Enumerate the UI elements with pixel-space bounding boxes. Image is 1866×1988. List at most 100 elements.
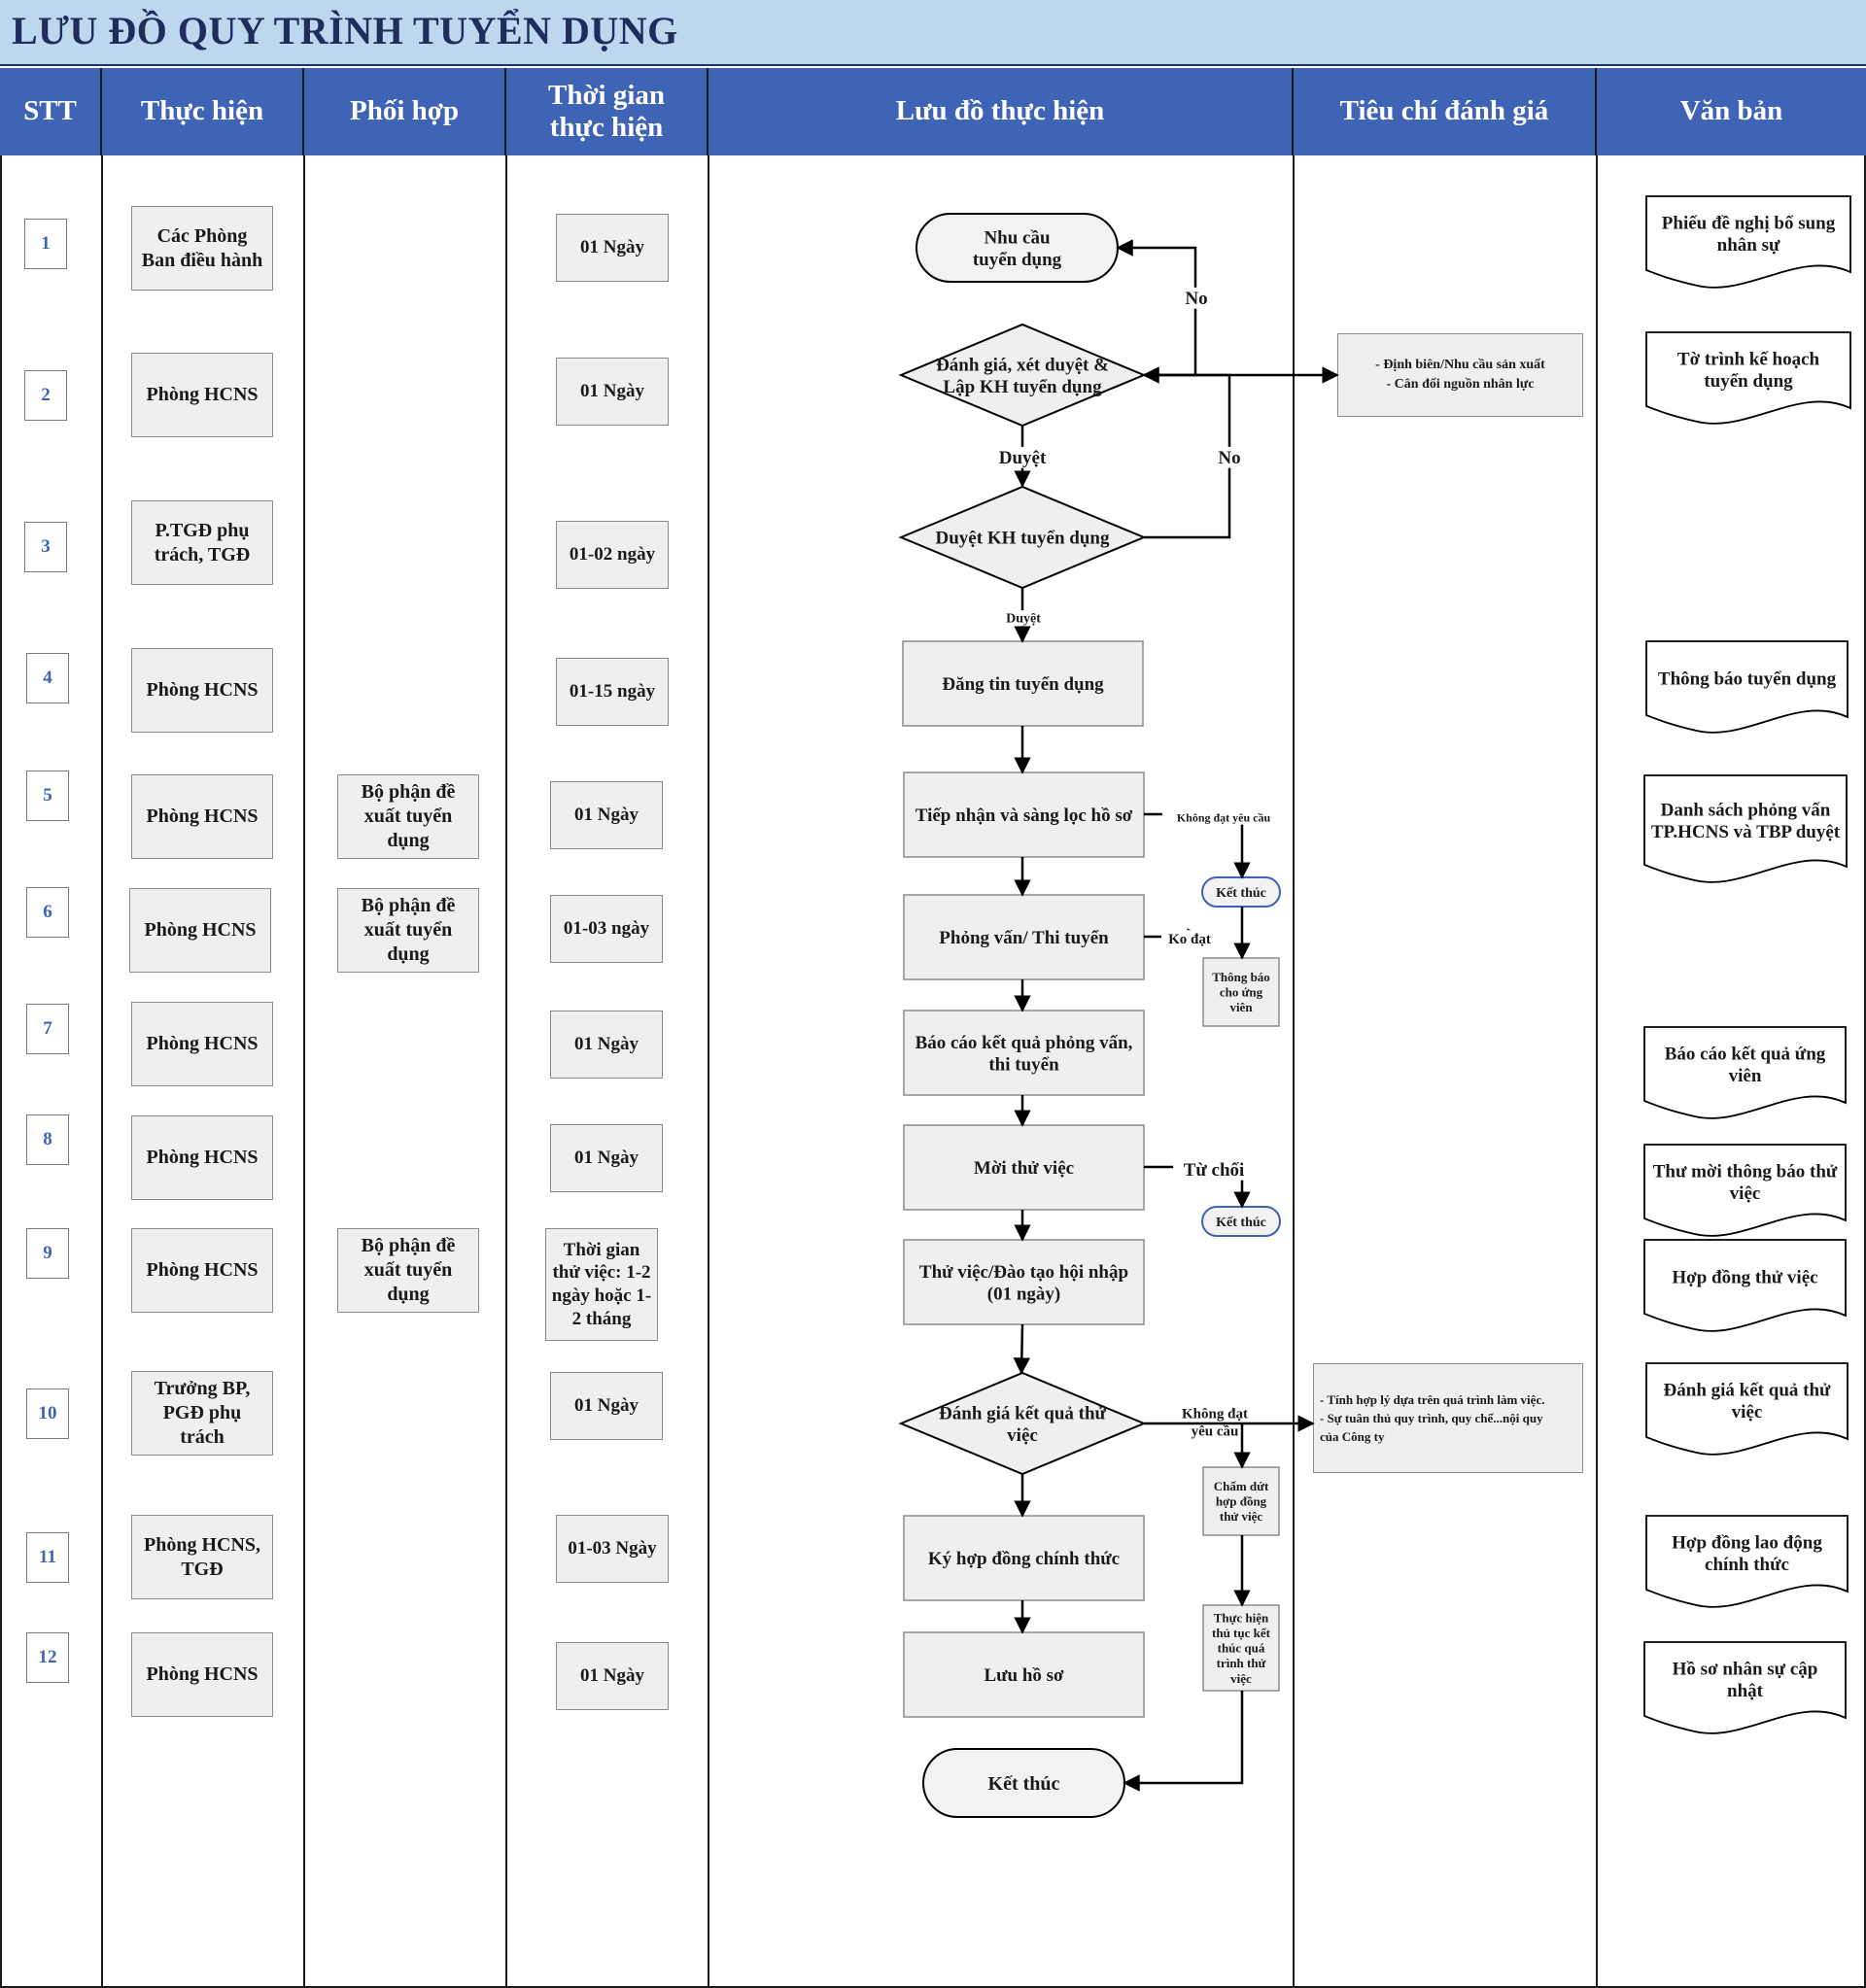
document-3 xyxy=(1645,640,1849,734)
thuc-hien-box: Phòng HCNS xyxy=(131,1115,273,1200)
thuc-hien-box: Phòng HCNS xyxy=(131,774,273,859)
header-stt: STT xyxy=(0,68,102,155)
label-fail: Ko đạt xyxy=(1168,932,1211,947)
process-interview xyxy=(903,894,1145,980)
process-report xyxy=(903,1010,1145,1096)
small-end-terminator-label: Kết thúc xyxy=(1216,1216,1266,1230)
label-refuse: Từ chối xyxy=(1184,1160,1245,1181)
title-bar: LƯU ĐỒ QUY TRÌNH TUYỂN DỤNG xyxy=(0,0,1866,66)
thuc-hien-box: Phòng HCNS, TGĐ xyxy=(131,1515,273,1599)
thoi-gian-box: 01-03 Ngày xyxy=(556,1515,669,1583)
label-not-meet-requirements: Không đạt yêu cầu xyxy=(1177,811,1271,825)
thuc-hien-box: P.TGĐ phụ trách, TGĐ xyxy=(131,500,273,585)
thuc-hien-box: Các Phòng Ban điều hành xyxy=(131,206,273,291)
lane-divider xyxy=(0,155,2,1988)
thuc-hien-box: Phòng HCNS xyxy=(131,1632,273,1717)
thoi-gian-box: 01 Ngày xyxy=(556,1642,669,1710)
stt-box: 4 xyxy=(26,653,69,703)
thoi-gian-box: 01-02 ngày xyxy=(556,521,669,589)
document-7-label: Hợp đồng thử việc xyxy=(1672,1268,1817,1288)
criteria-line: - Định biên/Nhu cầu sản xuất xyxy=(1375,358,1545,372)
thoi-gian-box: 01 Ngày xyxy=(550,781,663,849)
label-approve-2-bg xyxy=(1001,610,1046,627)
document-6 xyxy=(1643,1144,1847,1237)
thuc-hien-box: Phòng HCNS xyxy=(129,888,271,973)
stt-box: 3 xyxy=(24,522,67,572)
lane-divider xyxy=(101,155,103,1988)
notify-candidate-box xyxy=(1202,957,1280,1027)
process-invite-trial-label: Mời thử việc xyxy=(974,1158,1074,1179)
end-terminator-label: Kết thúc xyxy=(988,1773,1060,1795)
lane-divider xyxy=(1596,155,1598,1988)
criteria-line: - Sự tuân thủ quy trình, quy chế...nội q… xyxy=(1320,1410,1543,1425)
process-report-label: Báo cáo kết quả phỏng vấn,thi tuyển xyxy=(916,1033,1133,1076)
stt-box: 6 xyxy=(26,887,69,938)
phoi-hop-box: Bộ phận đề xuất tuyển dụng xyxy=(337,1228,479,1313)
connector-trial-evaluate xyxy=(1013,1323,1031,1375)
thuc-hien-box: Phòng HCNS xyxy=(131,1002,273,1086)
stt-box: 12 xyxy=(26,1632,69,1683)
thoi-gian-box: 01 Ngày xyxy=(550,1011,663,1079)
process-archive-label: Lưu hồ sơ xyxy=(984,1665,1064,1686)
label-no-1: No xyxy=(1185,289,1207,309)
label-approve-2: Duyệt xyxy=(1006,612,1041,627)
label-not-meet-requirements-bg xyxy=(1161,810,1286,825)
process-screen-cv xyxy=(903,771,1145,858)
document-9 xyxy=(1645,1515,1849,1608)
lane-divider xyxy=(708,155,709,1988)
process-post-job-label: Đăng tin tuyển dụng xyxy=(942,674,1104,695)
criteria-box: - Định biên/Nhu cầu sản xuất - Cân đối n… xyxy=(1337,333,1583,417)
process-sign-contract xyxy=(903,1515,1145,1601)
page-title: LƯU ĐỒ QUY TRÌNH TUYỂN DỤNG xyxy=(12,9,678,52)
process-sign-contract-label: Ký hợp đồng chính thức xyxy=(928,1549,1120,1569)
phoi-hop-box: Bộ phận đề xuất tuyển dụng xyxy=(337,774,479,859)
stt-box: 11 xyxy=(26,1532,69,1583)
lane-divider xyxy=(1864,155,1866,1988)
process-archive xyxy=(903,1631,1145,1718)
bottom-border xyxy=(0,1986,1866,1988)
label-fail-bg xyxy=(1161,930,1218,947)
document-10 xyxy=(1643,1641,1847,1734)
document-4 xyxy=(1643,774,1848,883)
label-approve-1: Duyệt xyxy=(999,448,1047,468)
thoi-gian-box: 01 Ngày xyxy=(556,358,669,426)
stt-box: 1 xyxy=(24,219,67,269)
header-phoi-hop: Phối hợp xyxy=(304,68,506,155)
label-no-1-bg xyxy=(1183,287,1210,309)
document-8 xyxy=(1645,1362,1849,1456)
stt-box: 7 xyxy=(26,1004,69,1054)
end-trial-procedure-box xyxy=(1202,1604,1280,1692)
thuc-hien-box: Phòng HCNS xyxy=(131,648,273,733)
header-thoi-gian: Thời gian thực hiện xyxy=(506,68,708,155)
connector-to-end xyxy=(1123,1691,1244,1792)
document-7 xyxy=(1643,1239,1847,1332)
stt-box: 5 xyxy=(26,771,69,821)
document-1 xyxy=(1645,195,1851,289)
stt-box: 8 xyxy=(26,1114,69,1165)
label-no-2-bg xyxy=(1216,446,1243,468)
thuc-hien-box: Trưởng BP, PGĐ phụ trách xyxy=(131,1371,273,1456)
process-trial-training-label: Thử việc/Đào tạo hội nhập(01 ngày) xyxy=(919,1262,1128,1305)
decision-approve-plan-label: Duyệt KH tuyển dụng xyxy=(936,529,1110,549)
thoi-gian-box: Thời gian thử việc: 1-2 ngày hoặc 1-2 th… xyxy=(545,1228,658,1341)
header-thuc-hien: Thực hiện xyxy=(102,68,304,155)
thoi-gian-box: 01-03 ngày xyxy=(550,895,663,963)
thuc-hien-box: Phòng HCNS xyxy=(131,353,273,437)
process-invite-trial xyxy=(903,1124,1145,1211)
lane-divider xyxy=(303,155,305,1988)
process-screen-cv-label: Tiếp nhận và sàng lọc hồ sơ xyxy=(916,805,1133,826)
header-tieu-chi: Tiêu chí đánh giá xyxy=(1294,68,1597,155)
thuc-hien-box: Phòng HCNS xyxy=(131,1228,273,1313)
